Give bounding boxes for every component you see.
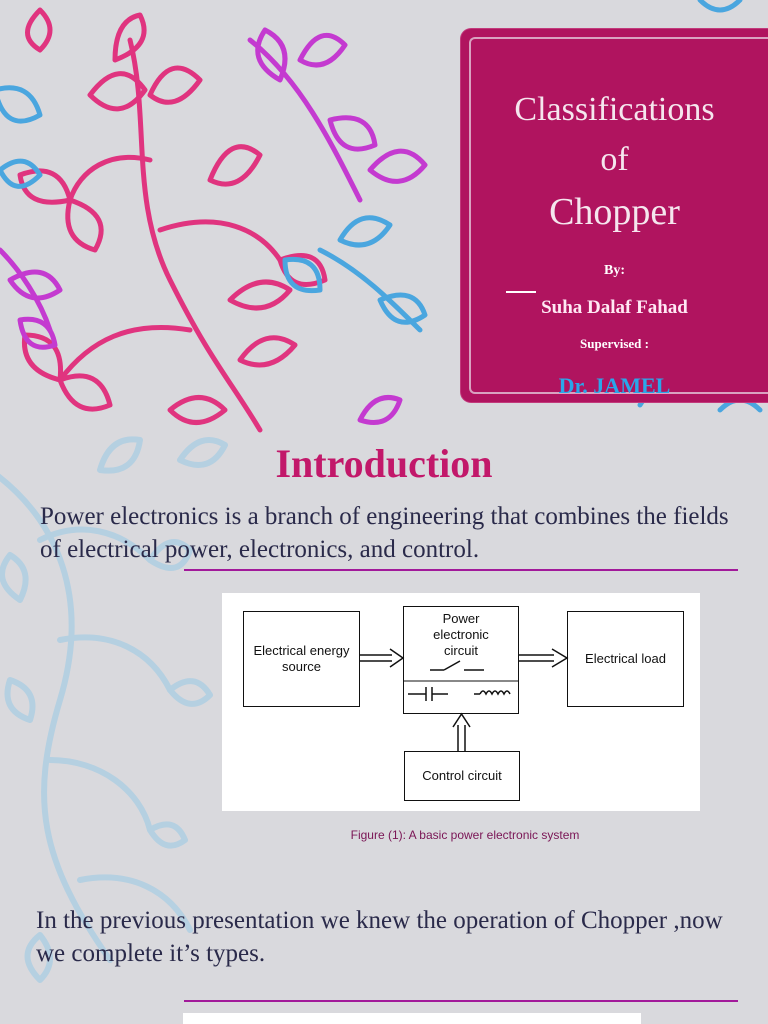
- closing-paragraph: In the previous presentation we knew the…: [36, 907, 723, 967]
- next-content-strip: [183, 1013, 641, 1024]
- control-circuit-box: Control circuit: [404, 751, 520, 801]
- block-diagram: Electrical energy source Power electroni…: [222, 593, 700, 811]
- energy-source-box: Electrical energy source: [243, 611, 360, 707]
- electrical-load-box: Electrical load: [567, 611, 684, 707]
- title-card: Classifications of Chopper By: Suha Dala…: [461, 29, 768, 402]
- divider-line: [184, 569, 738, 571]
- supervisor-name: Dr. JAMEL: [558, 373, 671, 398]
- title-card-border: [469, 37, 768, 394]
- diagram-connectors: [360, 648, 569, 751]
- supervised-label: Supervised :: [580, 336, 649, 351]
- section-heading: Introduction: [275, 441, 493, 486]
- power-circuit-label: Power electronic circuit: [433, 611, 489, 658]
- figure-caption: Figure (1): A basic power electronic sys…: [350, 828, 580, 842]
- power-circuit-box: Power electronic circuit: [403, 606, 519, 714]
- author-name: Suha Dalaf Fahad: [541, 297, 688, 318]
- title-line-2: of: [600, 141, 629, 178]
- title-line-1: Classifications: [514, 91, 715, 128]
- intro-paragraph: Power electronics is a branch of enginee…: [40, 503, 729, 563]
- author-underline: [506, 291, 536, 293]
- bottom-divider-line: [184, 1000, 738, 1002]
- title-line-3: Chopper: [549, 191, 680, 233]
- by-label: By:: [604, 263, 625, 278]
